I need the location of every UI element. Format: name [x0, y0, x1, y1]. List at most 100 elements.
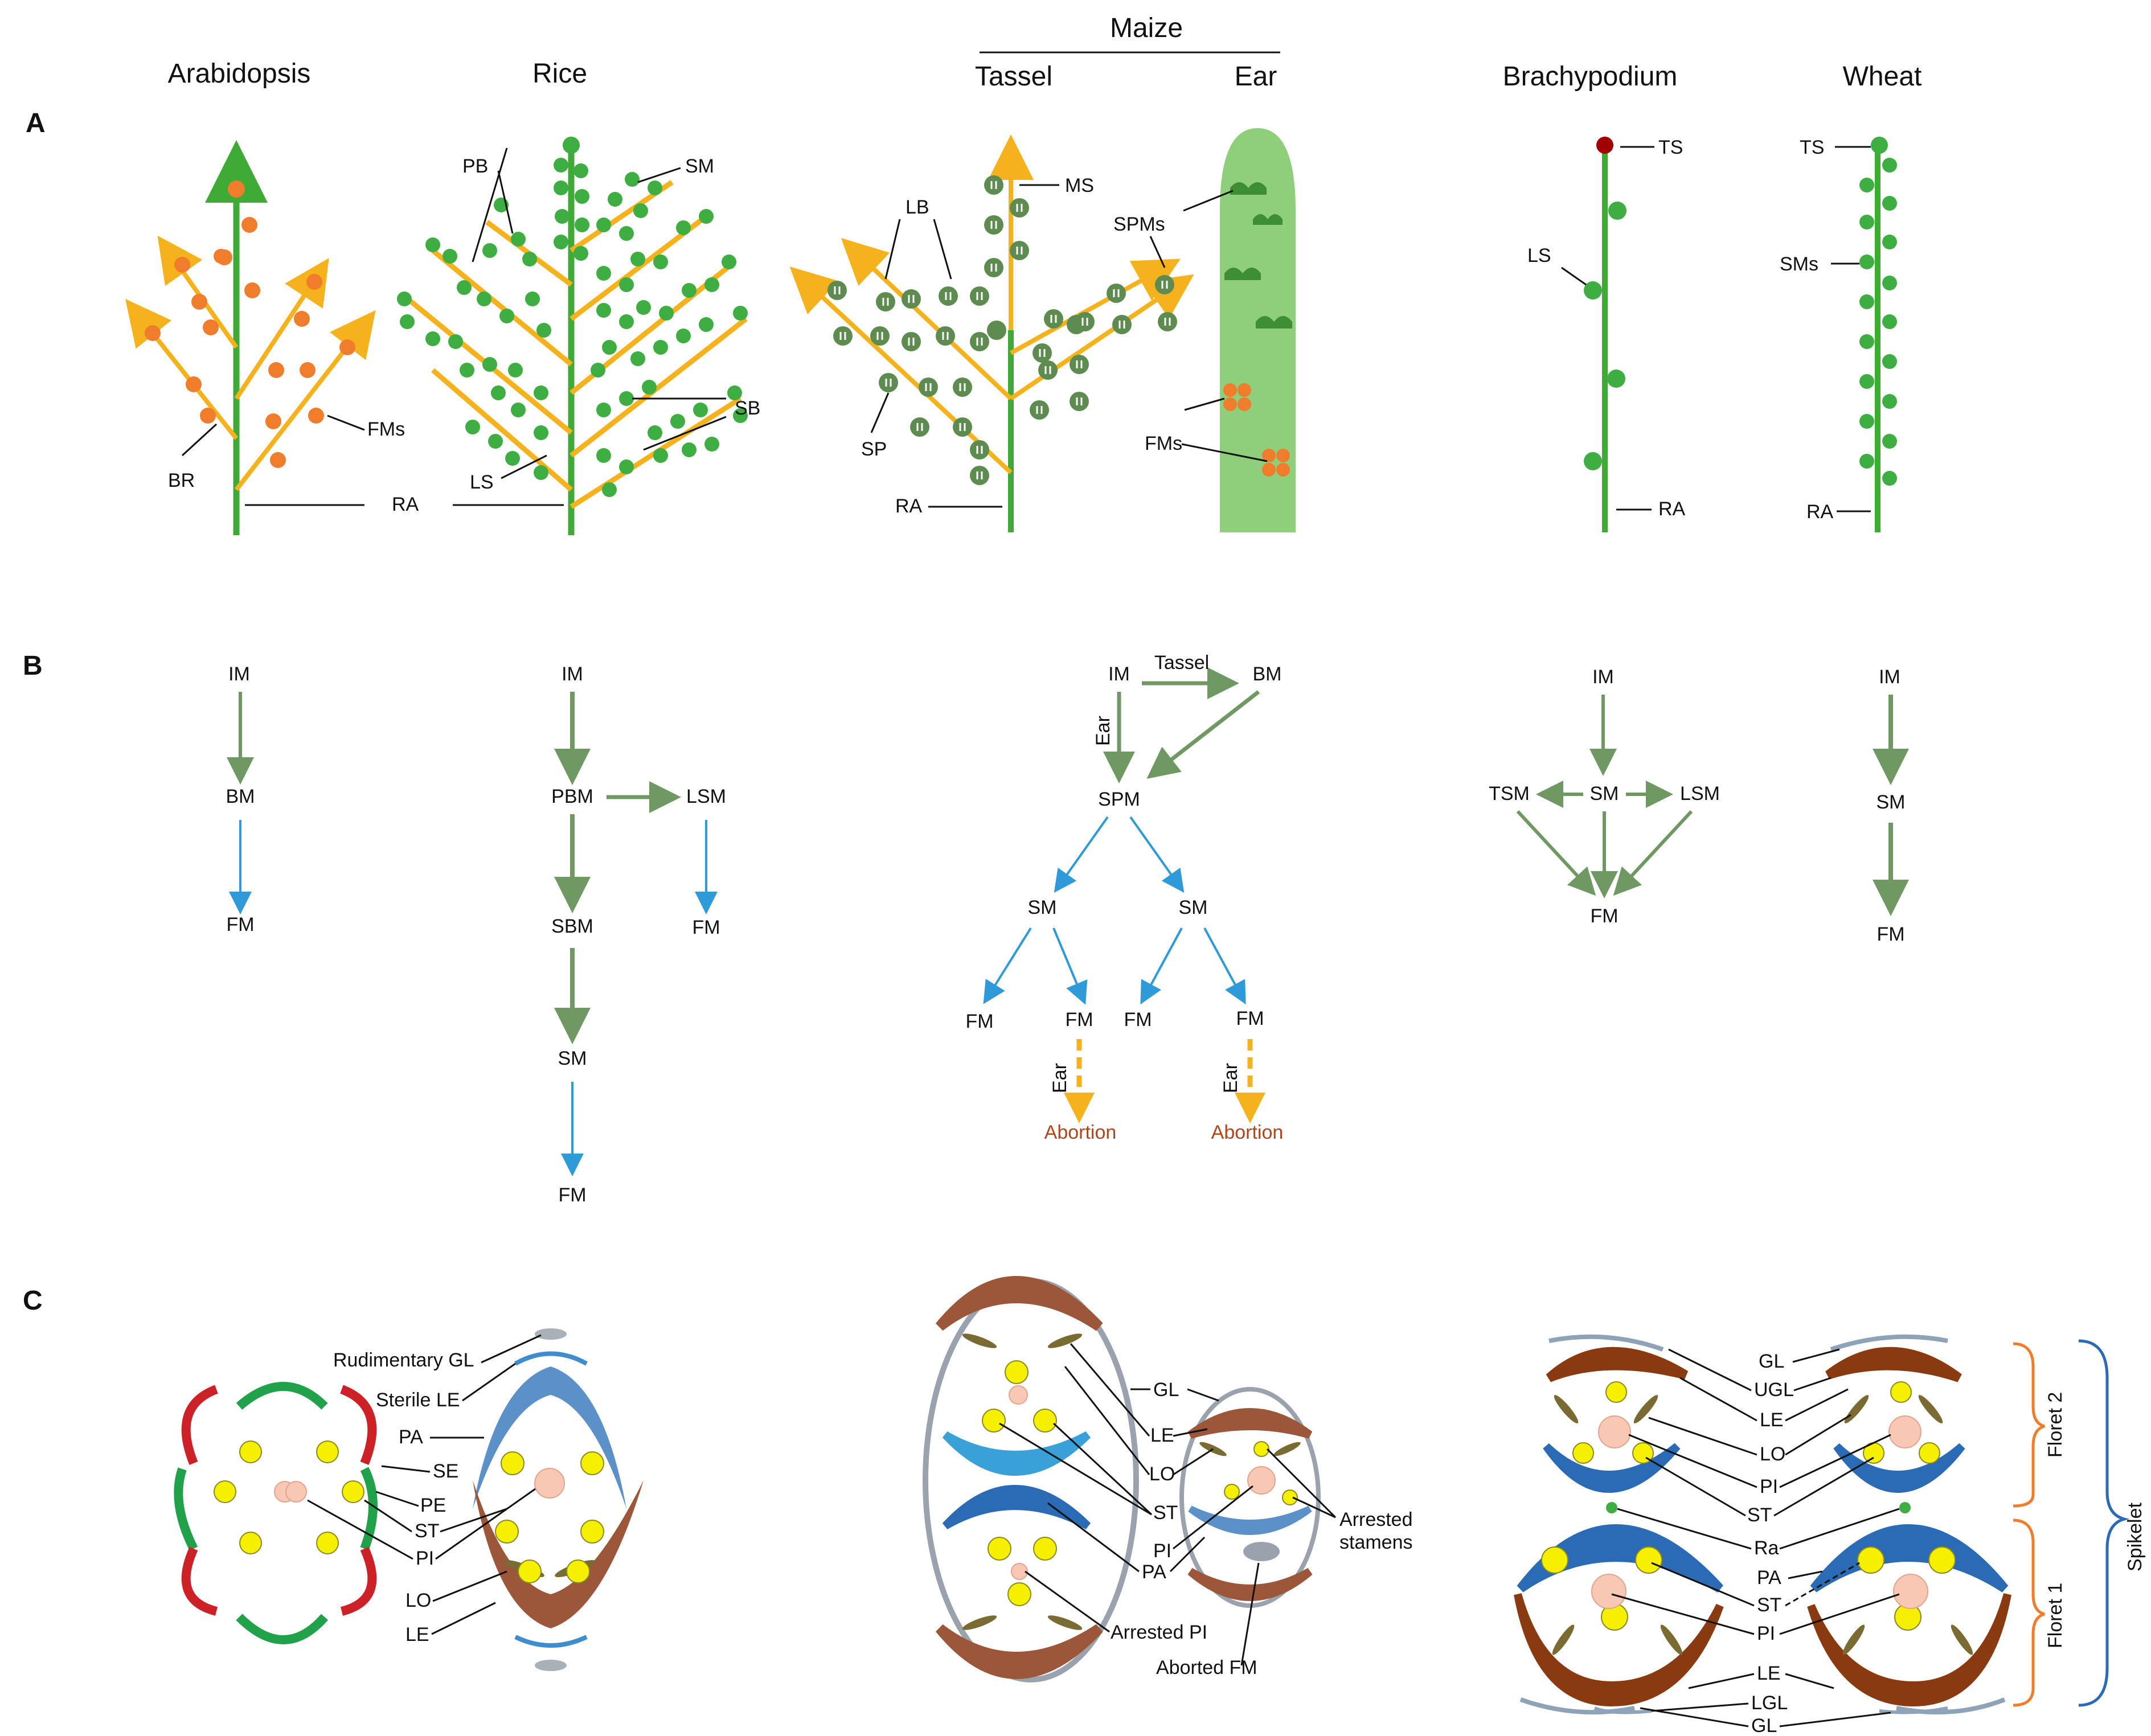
ear-fms-label: FMs — [1145, 433, 1182, 454]
rice-pb-label: PB — [462, 155, 488, 177]
wheat-pi-top-label: PI — [1760, 1476, 1778, 1497]
maize-ear: SPMs FMs — [1113, 128, 1296, 532]
maize-tassel: MS LB SP RA — [789, 134, 1194, 532]
maize-ear-tag-right: Ear — [1220, 1063, 1242, 1093]
rice-sm: SM — [558, 1048, 587, 1069]
flow-rice: IM PBM LSM FM SBM SM FM — [551, 663, 726, 1206]
arabidopsis-se-label: SE — [433, 1460, 458, 1482]
wheat-gl-top-label: GL — [1759, 1351, 1784, 1372]
column-headers: Arabidopsis Rice Maize Tassel Ear Brachy… — [168, 13, 1922, 92]
flow-arabidopsis: IM BM FM — [226, 663, 255, 935]
wheat-st-top-label: ST — [1747, 1504, 1772, 1526]
arabidopsis-inflorescence: BR FMs — [125, 140, 405, 535]
wheat-ra-label: RA — [1806, 501, 1834, 523]
maize-im: IM — [1108, 663, 1130, 685]
maize-pi-label: PI — [1153, 1540, 1171, 1562]
brachypodium-lsm: LSM — [1680, 783, 1720, 805]
arrested-pi-label: Arrested PI — [1111, 1622, 1207, 1643]
sterile-le-label: Sterile LE — [376, 1389, 460, 1411]
header-tassel: Tassel — [975, 61, 1052, 92]
wheat-lgl-label: LGL — [1751, 1692, 1788, 1714]
wheat-fm: FM — [1877, 924, 1904, 945]
wheat-pi-bottom-label: PI — [1757, 1623, 1775, 1644]
maize-abortion-left: Abortion — [1044, 1122, 1117, 1143]
floret-1-label: Floret 1 — [2045, 1583, 2066, 1648]
arabidopsis-br-label: BR — [168, 470, 195, 491]
maize-floral-diagram: GL LE LO ST PI PA Arrested stamens Arres… — [923, 1276, 1413, 1682]
arabidopsis-fm: FM — [226, 914, 254, 935]
rice-lsm-fm: FM — [692, 917, 720, 938]
panel-c: Rudimentary GL Sterile LE PA SE PE ST PI… — [174, 1276, 2146, 1736]
maize-fm-1: FM — [965, 1011, 993, 1032]
rice-sm-label: SM — [685, 155, 714, 177]
rice-floral-diagram — [473, 1328, 644, 1671]
header-ear: Ear — [1235, 61, 1277, 92]
arabidopsis-im: IM — [228, 663, 250, 685]
brachypodium-tsm: TSM — [1489, 783, 1530, 805]
brachypodium-ts-label: TS — [1658, 137, 1683, 158]
wheat-ts-label: TS — [1800, 137, 1824, 158]
floret-2-label: Floret 2 — [2045, 1392, 2066, 1458]
wheat-spike: TS SMs RA — [1780, 137, 1897, 532]
wheat-st-bottom-label: ST — [1757, 1594, 1781, 1616]
wheat-sms-label: SMs — [1780, 253, 1818, 275]
header-arabidopsis: Arabidopsis — [168, 59, 311, 89]
rice-fm: FM — [558, 1184, 586, 1206]
maize-gl-label: GL — [1153, 1379, 1179, 1401]
maize-bm: BM — [1253, 663, 1282, 685]
rice-pa-label: PA — [399, 1426, 423, 1448]
panel-label-b: B — [23, 651, 43, 681]
aborted-fm-label: Aborted FM — [1156, 1657, 1257, 1678]
rice-ls-label: LS — [470, 471, 494, 493]
arabidopsis-bm: BM — [226, 786, 255, 807]
arabidopsis-rice-labels: Rudimentary GL Sterile LE PA SE PE ST PI… — [307, 1334, 542, 1645]
maize-abortion-right: Abortion — [1211, 1122, 1284, 1143]
maize-le-label: LE — [1150, 1425, 1174, 1446]
header-maize: Maize — [1110, 13, 1183, 43]
header-brachypodium: Brachypodium — [1503, 61, 1678, 92]
panel-label-a: A — [26, 108, 46, 138]
header-wheat: Wheat — [1843, 61, 1922, 92]
wheat-sm: SM — [1877, 791, 1906, 813]
brachypodium-ra-label: RA — [1658, 498, 1686, 520]
wheat-spikelet-diagram: GL UGL LE LO PI ST Ra PA ST PI — [1514, 1334, 2146, 1736]
maize-st-label: ST — [1153, 1502, 1178, 1524]
flow-wheat: IM SM FM — [1873, 666, 1909, 945]
maize-fm-2: FM — [1065, 1009, 1093, 1031]
header-rice: Rice — [532, 59, 587, 89]
st-label: ST — [415, 1520, 439, 1542]
wheat-im: IM — [1879, 666, 1900, 688]
shared-ra-label: RA — [392, 494, 419, 515]
brachypodium-ls-label: LS — [1527, 245, 1551, 266]
maize-spm: SPM — [1098, 789, 1140, 810]
rice-lo-label: LO — [405, 1590, 431, 1611]
brachypodium-fm: FM — [1590, 905, 1618, 927]
pi-label: PI — [416, 1548, 434, 1569]
wheat-le-top-label: LE — [1760, 1409, 1784, 1431]
flow-maize: IM Tassel BM Ear SPM SM SM FM FM FM FM E… — [965, 652, 1283, 1143]
brachypodium-sm: SM — [1590, 783, 1619, 805]
wheat-lo-label: LO — [1760, 1443, 1785, 1465]
arabidopsis-fms-label: FMs — [367, 418, 405, 440]
flow-brachypodium: IM SM TSM LSM FM — [1489, 666, 1720, 927]
panel-label-c: C — [23, 1286, 43, 1316]
brachypodium-inflorescence: TS LS RA — [1527, 137, 1686, 532]
wheat-le-bottom-label: LE — [1757, 1663, 1781, 1684]
maize-tassel-tag: Tassel — [1154, 652, 1209, 674]
arabidopsis-floral-diagram — [174, 1382, 378, 1644]
spikelet-label: Spikelet — [2124, 1502, 2146, 1571]
tassel-lb-label: LB — [906, 196, 929, 218]
rice-le-label: LE — [405, 1624, 429, 1645]
tassel-ms-label: MS — [1065, 175, 1094, 196]
rice-im: IM — [562, 663, 583, 685]
maize-sm-left: SM — [1028, 897, 1057, 918]
maize-fm-3: FM — [1124, 1009, 1152, 1031]
maize-ear-tag-left: Ear — [1049, 1063, 1071, 1093]
rice-pbm: PBM — [551, 786, 593, 807]
arrested-stamens-label: Arrested — [1339, 1509, 1413, 1530]
wheat-ra-label: Ra — [1754, 1537, 1779, 1559]
rice-lsm: LSM — [686, 786, 726, 807]
wheat-pa-label: PA — [1757, 1567, 1781, 1589]
panel-a: BR FMs RA — [125, 128, 1897, 535]
